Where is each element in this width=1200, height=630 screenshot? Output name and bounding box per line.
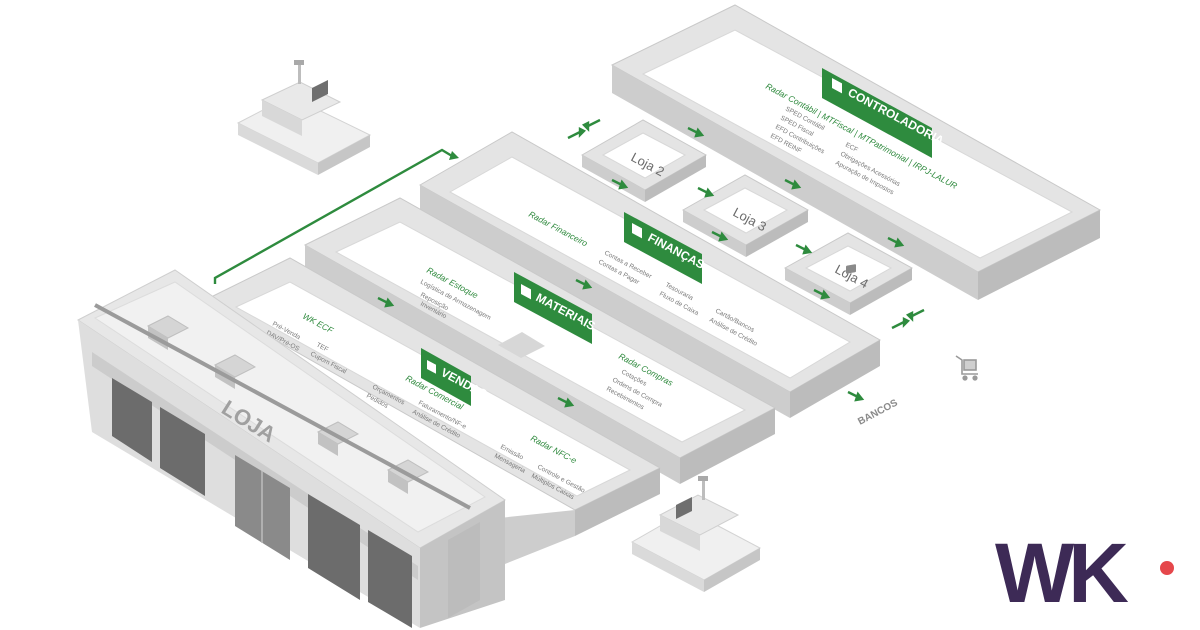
sync-arrow-icon xyxy=(795,243,813,255)
checkout-counter-bottom xyxy=(630,476,762,592)
wk-logo-mark: WK xyxy=(995,526,1174,620)
financas-frame xyxy=(418,131,882,418)
list-item: TEF xyxy=(315,342,329,354)
sync-arrow-icon xyxy=(567,118,601,140)
sync-arrow-icon xyxy=(887,236,905,248)
sync-arrow-icon xyxy=(377,296,395,308)
bank-icon xyxy=(846,264,856,274)
bancos-label: BANCOS xyxy=(856,397,900,427)
loja2-frame xyxy=(580,119,708,202)
sync-arrow-icon xyxy=(687,126,705,138)
sync-arrow-icon xyxy=(891,308,925,330)
sync-arrow-icon xyxy=(611,178,629,190)
checkout-counter-top xyxy=(236,60,372,175)
sync-arrow-icon xyxy=(557,396,575,408)
connector-arrow xyxy=(213,148,459,284)
sync-arrow-icon xyxy=(813,288,831,300)
brand-name: WK xyxy=(995,530,1128,610)
sync-arrow-icon xyxy=(711,230,729,242)
wk-logo: WK xyxy=(995,526,1185,620)
sync-arrows xyxy=(377,118,925,408)
cart-icon xyxy=(955,355,978,381)
materiais-frame xyxy=(303,197,777,484)
sync-arrow-icon xyxy=(565,316,583,328)
brand-dot-icon xyxy=(1160,561,1174,575)
sync-arrow-icon xyxy=(697,186,715,198)
sync-arrow-icon xyxy=(784,178,802,190)
main-store-building xyxy=(77,269,506,628)
sync-arrow-icon xyxy=(847,390,865,402)
sync-arrow-icon xyxy=(575,278,593,290)
